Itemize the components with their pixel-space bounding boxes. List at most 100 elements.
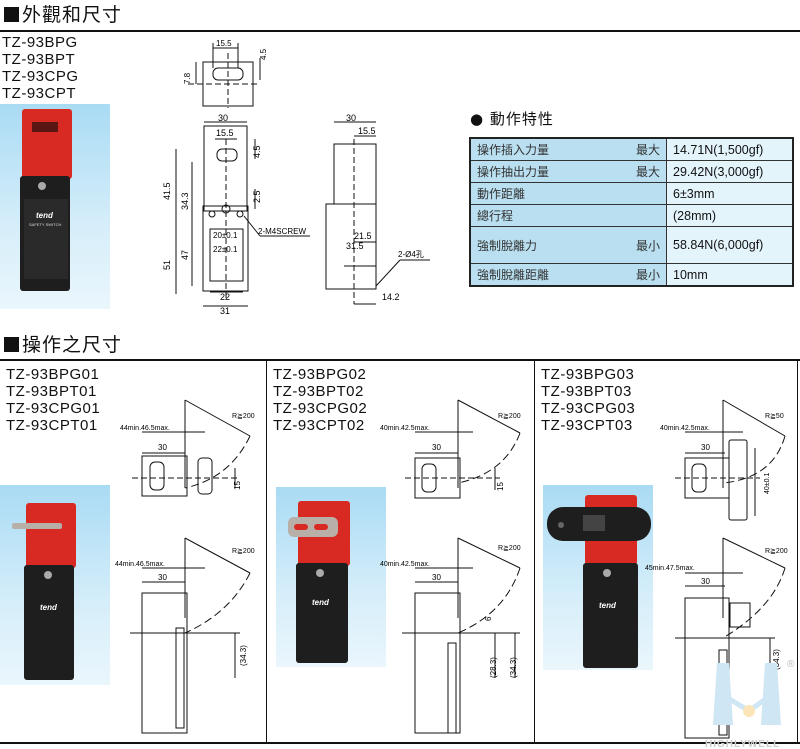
spec-value: 14.71N(1,500gf) [666,137,794,161]
spec-qualifier [628,182,667,205]
switch-illustration: tend SAFETY SWITCH [20,109,72,291]
spec-label: 強制脫離距離 [469,263,628,287]
dim-label: 30 [158,443,167,452]
model-name: TZ-93CPT [2,85,77,102]
dim-label: 2-Ø4孔 [398,250,424,259]
spec-label: 強制脫離力 [469,226,628,264]
section-title-appearance: 外觀和尺寸 [4,4,122,26]
model-list-panel-2: TZ-93BPG02 TZ-93BPT02 TZ-93CPG02 TZ-93CP… [273,366,367,434]
model-name: TZ-93CPG02 [273,400,368,417]
dim-label: (34.3) [509,657,518,678]
dim-label: 51 [162,260,172,270]
spec-value: 10mm [666,263,794,287]
dim-label: 41.5 [162,182,172,200]
switch-with-two-hole-key: tend [288,501,350,663]
dim-label: (34.3) [239,645,248,666]
dim-label: 30 [432,573,441,582]
dim-label: 15 [233,481,242,490]
dim-label: 30 [701,577,710,586]
dim-label: 30 [701,443,710,452]
spec-qualifier: 最大 [628,137,667,161]
dim-label: 31.5 [346,241,364,251]
dim-label: R≧200 [498,413,521,420]
dim-label: 15 [496,482,505,491]
spec-label: 總行程 [469,204,628,227]
product-photo-key-01: tend [0,485,110,685]
dim-label: 2-M4SCREW [258,227,306,236]
dim-label: R≧200 [232,413,255,420]
dim-label: R≧50 [765,413,784,420]
panel-border [797,360,798,742]
dim-label: 30 [432,443,441,452]
panel-divider [534,360,535,742]
brand-label: tend [36,211,54,220]
spec-label: 操作抽出力量 [469,160,628,183]
dim-label: 2.5 [252,190,262,203]
dim-label: 6 [484,616,493,621]
dim-label: 47 [180,250,190,260]
model-list-panel-1: TZ-93BPG01 TZ-93BPT01 TZ-93CPG01 TZ-93CP… [6,366,100,434]
bottom-rule [0,742,800,744]
product-photo: tend SAFETY SWITCH [0,104,110,309]
dim-label: 40±0.1 [764,473,771,494]
dim-label: 31 [220,306,230,316]
spec-label: 操作插入力量 [469,137,628,161]
model-name: TZ-93BPT03 [541,383,632,400]
dim-label: 30 [218,114,228,123]
dim-label: 40min.42.5max. [660,425,710,432]
dim-label: 22±0.1 [213,245,238,254]
model-name: TZ-93BPG03 [541,366,635,383]
model-name: TZ-93BPT [2,51,76,68]
panel-1-drawings: 44min.46.5max. 30 R≧200 15 44min.46.5max… [115,399,255,734]
front-view-drawing: 30 15.5 4.5 41.5 34.3 2.5 51 47 20±0.1 2… [162,114,310,316]
dim-label: 40min.42.5max. [380,561,430,568]
spec-title: ● 動作特性 [470,110,554,128]
table-row: 總行程(28mm) [469,204,794,227]
model-name: TZ-93CPT03 [541,417,633,434]
model-name: TZ-93BPT01 [6,383,97,400]
product-label: SAFETY SWITCH [29,222,61,227]
spec-value: 58.84N(6,000gf) [666,226,794,264]
model-name: TZ-93BPG [2,34,78,51]
brand-label: tend [599,601,617,610]
dim-label: 7.8 [183,72,192,84]
model-name: TZ-93CPT01 [6,417,98,434]
dim-label: 14.2 [382,292,400,302]
model-name: TZ-93CPG03 [541,400,636,417]
top-view-drawing: 15.5 4.5 7.8 [183,39,268,108]
model-name: TZ-93BPT02 [273,383,364,400]
spec-value: 29.42N(3,000gf) [666,160,794,183]
spec-qualifier: 最小 [628,263,667,287]
dim-label: 21.5 [354,231,372,241]
dim-label: 20±0.1 [213,231,238,240]
panel-divider [266,360,267,742]
switch-with-straight-key: tend [12,503,76,680]
dim-label: R≧200 [765,548,788,555]
product-photo-key-03: tend [543,485,653,670]
square-bullet-icon [4,337,19,352]
dim-label: 30 [158,573,167,582]
dim-label: 30 [346,114,356,123]
model-name: TZ-93CPT02 [273,417,365,434]
dim-label: 44min.46.5max. [120,425,170,432]
model-list-panel-3: TZ-93BPG03 TZ-93BPT03 TZ-93CPG03 TZ-93CP… [541,366,635,434]
dim-label: 15.5 [216,39,232,48]
section-title-text: 外觀和尺寸 [22,4,123,26]
square-bullet-icon [4,7,19,22]
divider [0,30,800,32]
registered-mark: ® [787,659,795,670]
spec-qualifier [628,204,667,227]
dim-label: 34.3 [180,192,190,210]
dim-label: (28.3) [489,657,498,678]
dim-label: 22 [220,292,230,302]
switch-with-bracket-key: tend [547,495,651,668]
dim-label: 44min.46.5max. [115,561,165,568]
dim-label: 4.5 [252,145,262,158]
brand-label: tend [40,603,58,612]
panel-2-drawings: 40min.42.5max. 30 R≧200 15 40min.42.5max… [380,399,521,734]
